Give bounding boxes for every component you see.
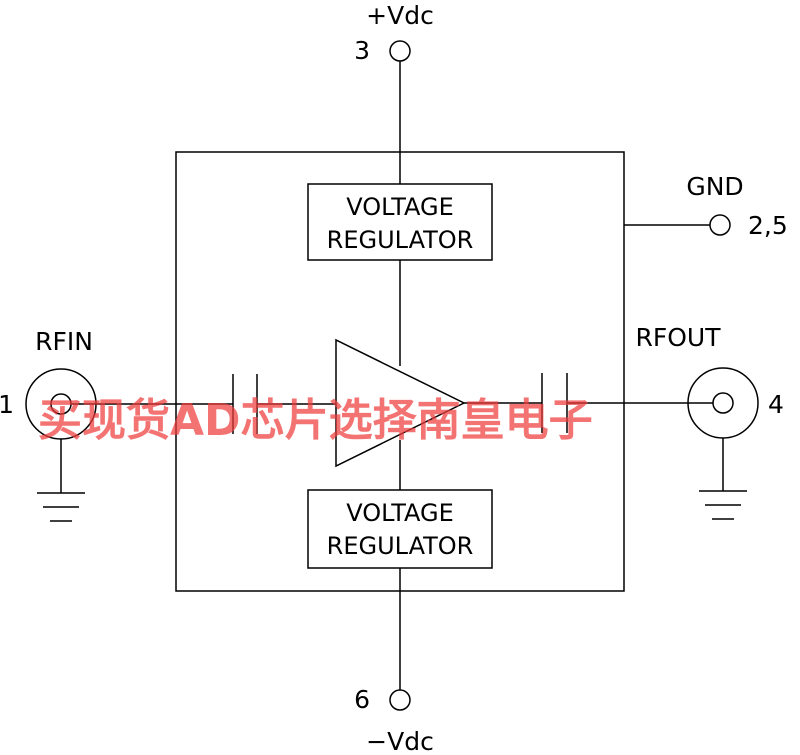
gnd-label: GND bbox=[686, 172, 743, 201]
vdc-pos-label: +Vdc bbox=[366, 1, 434, 30]
vdc-neg-terminal bbox=[389, 689, 411, 711]
regulator-top-line2: REGULATOR bbox=[327, 226, 474, 254]
rfin-label: RFIN bbox=[35, 327, 93, 356]
rfout-label: RFOUT bbox=[636, 323, 722, 352]
watermark-text: 买现货AD芯片选择南皇电子 bbox=[38, 395, 593, 446]
rfout-pin-number: 4 bbox=[768, 390, 784, 419]
regulator-bottom-line2: REGULATOR bbox=[327, 532, 474, 560]
regulator-bottom-line1: VOLTAGE bbox=[346, 499, 454, 527]
amplifier-symbol bbox=[335, 338, 466, 468]
gnd-pin-number: 2,5 bbox=[748, 211, 788, 240]
vdc-pos-terminal bbox=[389, 40, 411, 62]
gnd-terminal bbox=[709, 214, 731, 236]
rfin-pin-number: 1 bbox=[0, 390, 14, 419]
vdc-neg-label: −Vdc bbox=[366, 727, 434, 755]
vdc-pos-pin-number: 3 bbox=[354, 36, 370, 65]
vdc-neg-pin-number: 6 bbox=[354, 685, 370, 714]
rfout-connector-inner bbox=[712, 392, 734, 414]
regulator-top-line1: VOLTAGE bbox=[346, 193, 454, 221]
